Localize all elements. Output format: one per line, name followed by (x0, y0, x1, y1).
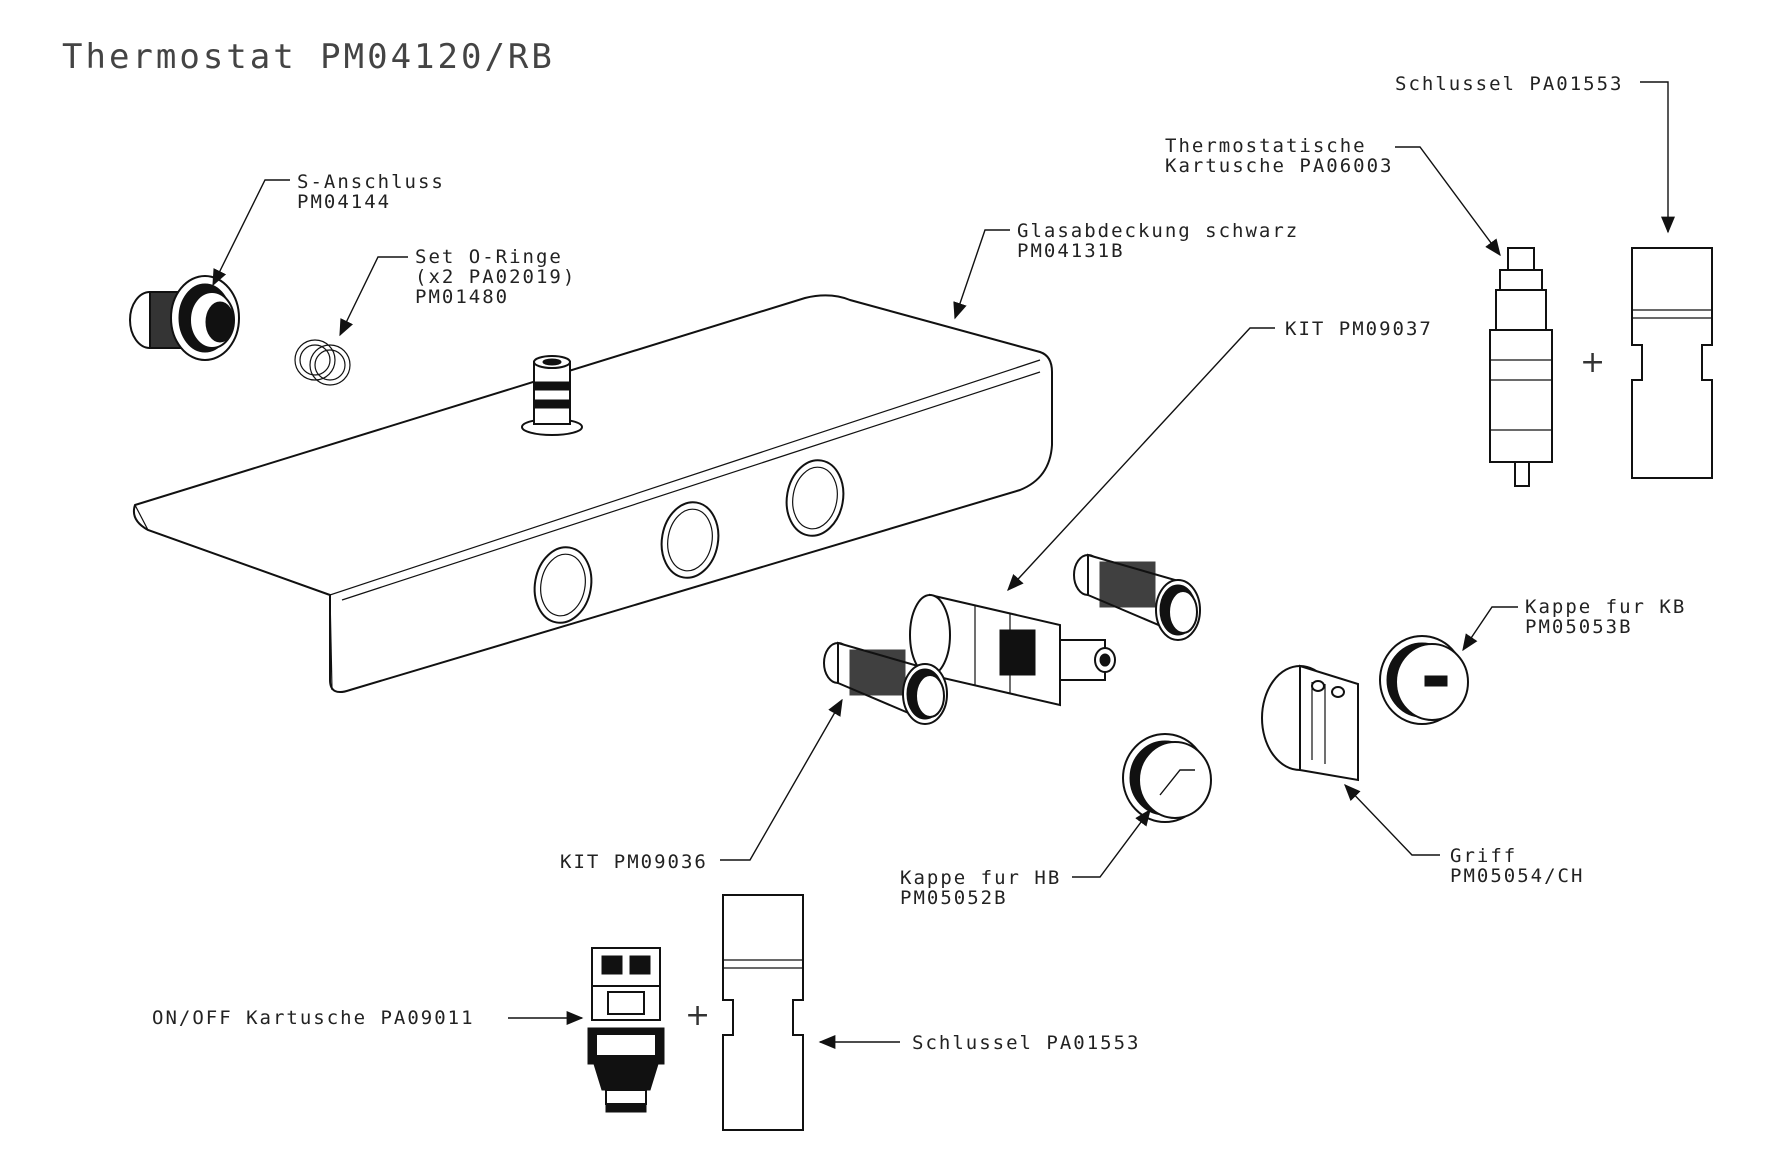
cap-kb-drawing (1379, 635, 1469, 725)
svg-text:PM04144: PM04144 (297, 191, 391, 213)
plus-sign-top: + (1580, 345, 1605, 380)
svg-text:ON/OFF Kartusche PA09011: ON/OFF Kartusche PA09011 (152, 1007, 475, 1029)
glass-cover-drawing (132, 294, 1053, 693)
svg-text:KIT PM09037: KIT PM09037 (1285, 318, 1433, 340)
cap-hb-drawing (1122, 733, 1212, 823)
svg-text:(x2 PA02019): (x2 PA02019) (415, 266, 576, 288)
leader-lines (212, 81, 1675, 1049)
onoff-cartridge-drawing (587, 947, 665, 1113)
svg-text:Kartusche PA06003: Kartusche PA06003 (1165, 155, 1393, 177)
key-tool-top-drawing (1631, 247, 1713, 479)
svg-text:S-Anschluss: S-Anschluss (297, 171, 445, 193)
s-connector-drawing (129, 275, 240, 361)
svg-text:PM05054/CH: PM05054/CH (1450, 865, 1584, 887)
svg-text:Griff: Griff (1450, 845, 1517, 867)
label-o-ringe: Set O-Ringe (x2 PA02019) PM01480 (415, 246, 576, 308)
svg-text:Schlussel PA01553: Schlussel PA01553 (912, 1032, 1140, 1054)
o-rings-drawing (294, 339, 351, 386)
key-tool-bottom-drawing (722, 894, 804, 1131)
svg-text:PM04131B: PM04131B (1017, 240, 1125, 262)
svg-text:PM05052B: PM05052B (900, 887, 1008, 909)
handle-griff-drawing (1261, 664, 1359, 782)
label-kit-pm09037: KIT PM09037 (1285, 318, 1433, 340)
label-schlussel-bottom: Schlussel PA01553 (912, 1032, 1140, 1054)
svg-text:Set O-Ringe: Set O-Ringe (415, 246, 563, 268)
svg-text:KIT PM09036: KIT PM09036 (560, 851, 708, 873)
svg-text:Glasabdeckung schwarz: Glasabdeckung schwarz (1017, 220, 1299, 242)
svg-text:PM01480: PM01480 (415, 286, 509, 308)
svg-text:Kappe fur HB: Kappe fur HB (900, 867, 1061, 889)
small-cartridge-drawing (1073, 553, 1201, 641)
kit-pm09037-drawing (909, 593, 1116, 707)
label-glasabdeckung: Glasabdeckung schwarz PM04131B (1017, 220, 1299, 262)
label-onoff-cartridge: ON/OFF Kartusche PA09011 (152, 1007, 475, 1029)
svg-text:Schlussel PA01553: Schlussel PA01553 (1395, 73, 1623, 95)
diagram-title: Thermostat PM04120/RB (62, 37, 555, 77)
thermostatic-cartridge-drawing (1489, 247, 1553, 487)
label-thermostatic-cartridge: Thermostatische Kartusche PA06003 (1165, 135, 1393, 177)
kit-pm09036-drawing (823, 641, 948, 725)
label-s-anschluss: S-Anschluss PM04144 (297, 171, 445, 213)
svg-text:Thermostatische: Thermostatische (1165, 135, 1367, 157)
label-kappe-hb: Kappe fur HB PM05052B (900, 867, 1061, 909)
label-griff: Griff PM05054/CH (1450, 845, 1584, 887)
label-kappe-kb: Kappe fur KB PM05053B (1525, 596, 1686, 638)
svg-text:PM05053B: PM05053B (1525, 616, 1633, 638)
plus-sign-bottom: + (685, 998, 710, 1033)
svg-text:Kappe fur KB: Kappe fur KB (1525, 596, 1686, 618)
label-schlussel-top: Schlussel PA01553 (1395, 73, 1623, 95)
label-kit-pm09036: KIT PM09036 (560, 851, 708, 873)
